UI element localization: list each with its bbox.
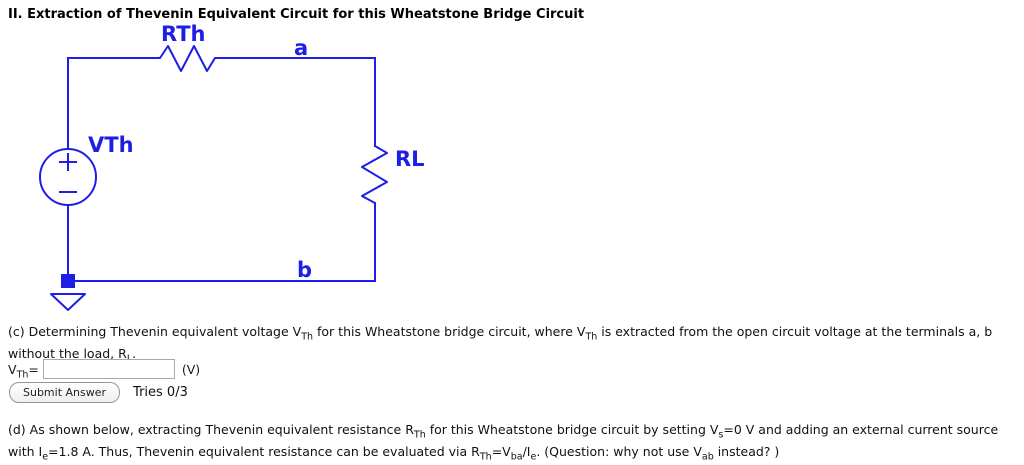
- text-segment: for this Wheatstone bridge circuit, wher…: [313, 324, 586, 339]
- subscript: Th: [413, 429, 426, 441]
- submit-answer-button[interactable]: Submit Answer: [9, 382, 121, 403]
- vth-answer-input[interactable]: [42, 359, 175, 379]
- text-segment: with I: [8, 444, 43, 459]
- label-rth: RTh: [161, 22, 206, 46]
- question-c: (c) Determining Thevenin equivalent volt…: [8, 321, 992, 365]
- text-segment: . (Question: why not use V: [536, 444, 702, 459]
- circuit-wires: [67, 45, 388, 282]
- text-segment: .: [132, 346, 137, 361]
- text-segment: =V: [491, 444, 511, 459]
- question-d-line1: (d) As shown below, extracting Thevenin …: [8, 419, 998, 441]
- text-segment: =1.8 A. Thus, Thevenin equivalent resist…: [48, 444, 480, 459]
- text-segment: is extracted from the open circuit volta…: [597, 324, 993, 339]
- ground-icon: [50, 274, 86, 311]
- text-segment: =0 V and adding an external current sour…: [723, 422, 999, 437]
- label-vth: VTh: [88, 133, 134, 157]
- page-title: II. Extraction of Thevenin Equivalent Ci…: [8, 7, 585, 22]
- subscript: Th: [585, 331, 598, 343]
- answer-row: VTh= (V): [8, 359, 200, 379]
- subscript: Th: [301, 331, 314, 343]
- plus-sign: [59, 153, 77, 171]
- voltage-source-icon: [39, 148, 97, 206]
- text-segment: (c) Determining Thevenin equivalent volt…: [8, 324, 302, 339]
- thevenin-circuit-diagram: RTh a VTh RL b: [39, 22, 425, 311]
- rth-resistor-icon: [67, 45, 376, 72]
- subscript: e: [42, 451, 49, 463]
- subscript: ba: [510, 451, 523, 463]
- text-segment: (d) As shown below, extracting Thevenin …: [8, 422, 414, 437]
- label-rl: RL: [395, 147, 425, 171]
- subscript: s: [718, 429, 724, 441]
- vth-answer-label: VTh=: [8, 361, 39, 380]
- subscript: ab: [701, 451, 714, 463]
- text-segment: V: [8, 361, 17, 377]
- submit-row: Submit Answer Tries 0/3: [9, 382, 188, 403]
- text-segment: instead? ): [713, 444, 780, 459]
- text-segment: =: [28, 361, 39, 377]
- question-d-line2: with Ie=1.8 A. Thus, Thevenin equivalent…: [8, 441, 998, 463]
- question-c-line1: (c) Determining Thevenin equivalent volt…: [8, 321, 992, 343]
- subscript: e: [530, 451, 537, 463]
- label-node-b: b: [297, 258, 312, 282]
- label-node-a: a: [294, 36, 308, 60]
- rl-resistor-icon: [361, 144, 388, 205]
- subscript: Th: [479, 451, 492, 463]
- text-segment: without the load, R: [8, 346, 127, 361]
- question-d: (d) As shown below, extracting Thevenin …: [8, 419, 998, 463]
- text-segment: for this Wheatstone bridge circuit by se…: [425, 422, 719, 437]
- tries-counter: Tries 0/3: [133, 385, 188, 400]
- text-segment: /I: [522, 444, 531, 459]
- unit-label: (V): [181, 361, 201, 377]
- subscript: Th: [16, 369, 29, 380]
